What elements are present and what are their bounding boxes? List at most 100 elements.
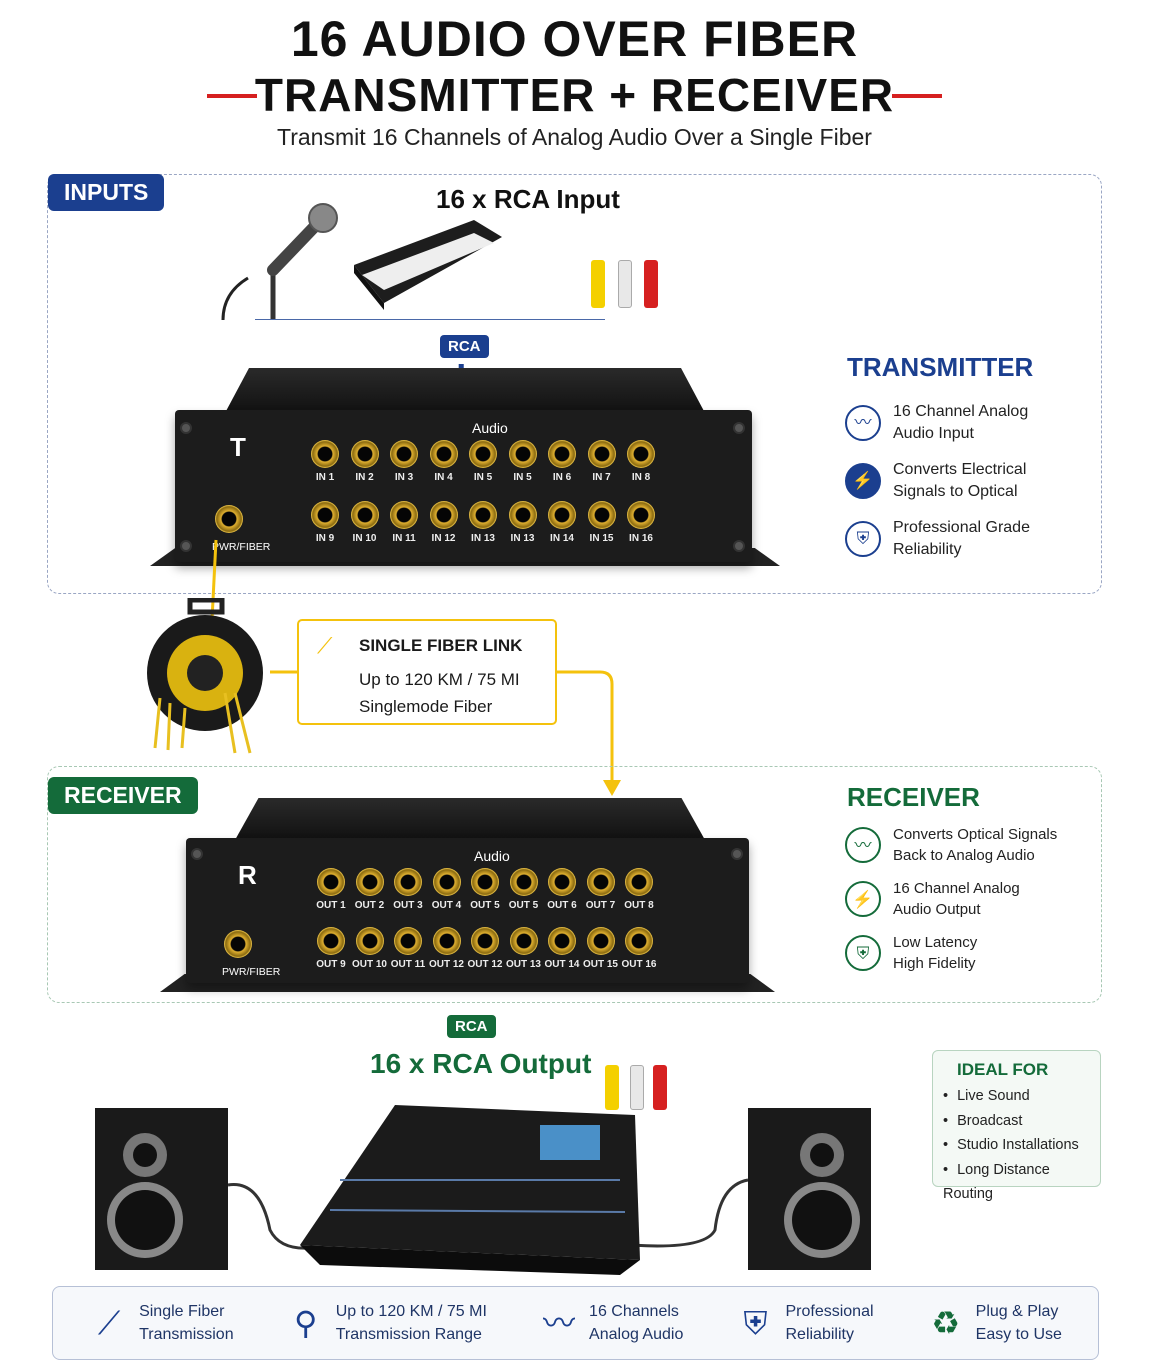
jack-label: IN 1	[315, 472, 335, 483]
rca-jack[interactable]	[355, 868, 384, 896]
rca-jack[interactable]	[548, 440, 576, 468]
rca-jack[interactable]	[429, 440, 458, 468]
device-letter: R	[238, 860, 257, 890]
rca-jack[interactable]	[625, 927, 653, 955]
jack-label: OUT 12	[467, 959, 503, 970]
rca-jack[interactable]	[432, 868, 461, 896]
rca-jack[interactable]	[548, 927, 576, 955]
jack-label: OUT 14	[544, 959, 580, 970]
rca-jack[interactable]	[627, 501, 655, 529]
ideal-item: Broadcast	[943, 1109, 1100, 1134]
rca-jack[interactable]	[586, 927, 615, 955]
port-label: PWR/FIBER	[222, 966, 281, 978]
rca-jack[interactable]	[627, 440, 655, 468]
rca-jack[interactable]	[548, 501, 576, 529]
fiber-port[interactable]	[224, 930, 252, 958]
jack-label: IN 2	[355, 472, 374, 483]
rca-jack[interactable]	[311, 501, 339, 529]
rca-jack[interactable]	[471, 868, 499, 896]
rca-jack[interactable]	[394, 868, 422, 896]
ideal-item: Live Sound	[943, 1084, 1100, 1109]
jack-label: IN 14	[550, 533, 574, 544]
input-baseline	[255, 319, 605, 320]
rca-jack[interactable]	[432, 927, 461, 955]
rca-jack[interactable]	[469, 440, 497, 468]
rca-jack[interactable]	[394, 927, 422, 955]
receiver-title: RECEIVER	[847, 782, 980, 812]
rca-plug-white	[630, 1065, 644, 1110]
jack-label: IN 4	[434, 472, 453, 483]
rca-jack[interactable]	[508, 440, 537, 468]
jack-label: OUT 15	[582, 959, 618, 970]
rca-jack[interactable]	[317, 868, 345, 896]
rca-jack[interactable]	[509, 927, 538, 955]
output-equipment	[95, 1105, 871, 1275]
rca-plug-red	[644, 260, 658, 308]
rca-jack[interactable]	[469, 501, 497, 529]
rca-jack[interactable]	[587, 501, 616, 529]
rca-jack[interactable]	[471, 927, 499, 955]
inputs-tag: INPUTS	[48, 174, 165, 211]
jack-label: IN 13	[471, 533, 495, 544]
fiber-port[interactable]	[215, 505, 243, 533]
rca-jack[interactable]	[350, 440, 379, 468]
fiber-reel-image	[147, 598, 263, 754]
fiber-link-box: ⟋ SINGLE FIBER LINK Up to 120 KM / 75 MI…	[297, 619, 557, 725]
rca-jack[interactable]	[429, 501, 458, 529]
rca-jack[interactable]	[587, 440, 616, 468]
jack-label: OUT 11	[390, 959, 426, 970]
rca-input-heading: 16 x RCA Input	[436, 184, 620, 214]
audio-label: Audio	[474, 848, 510, 864]
receiver-panel	[47, 766, 1102, 1003]
ideal-for-box: IDEAL FOR Live Sound Broadcast Studio In…	[932, 1050, 1101, 1202]
jack-label: OUT 3	[393, 900, 423, 911]
jack-label: IN 15	[589, 533, 614, 544]
audio-label: Audio	[472, 420, 508, 436]
rca-jack[interactable]	[311, 440, 339, 468]
jack-label: OUT 7	[585, 900, 616, 911]
plug-icon: ⚡	[845, 463, 881, 499]
jack-label: IN 5	[513, 472, 532, 483]
jack-label: IN 9	[315, 533, 335, 544]
transmitter-title: TRANSMITTER	[847, 352, 1034, 382]
location-pin-icon: ⚲	[294, 1304, 318, 1341]
rca-jack[interactable]	[317, 927, 345, 955]
rca-jack[interactable]	[625, 868, 653, 896]
shield-icon: ⛨	[845, 935, 881, 971]
rca-jack[interactable]	[548, 868, 576, 896]
jack-label: OUT 16	[621, 959, 657, 970]
rca-jack[interactable]	[508, 501, 537, 529]
jack-label: OUT 5	[470, 900, 500, 911]
microphone-image	[221, 203, 338, 321]
rca-jack[interactable]	[355, 927, 384, 955]
rca-jack[interactable]	[390, 440, 418, 468]
jack-label: OUT 2	[354, 900, 385, 911]
jack-label: OUT 5	[508, 900, 539, 911]
rca-jack[interactable]	[586, 868, 615, 896]
keyboard-image	[354, 220, 502, 310]
rca-jack[interactable]	[509, 868, 538, 896]
rca-jack[interactable]	[350, 501, 379, 529]
waveform-icon: 〰	[845, 827, 881, 863]
jack-label: IN 13	[510, 533, 535, 544]
shield-icon: ⛨	[743, 1304, 768, 1341]
red-divider-right	[892, 94, 942, 98]
rca-jack[interactable]	[390, 501, 418, 529]
rca-plug-yellow	[605, 1065, 619, 1110]
jack-label: IN 10	[352, 533, 377, 544]
ideal-item: Studio Installations	[943, 1133, 1100, 1158]
jack-label: IN 5	[473, 472, 493, 483]
jack-label: IN 11	[392, 533, 416, 544]
